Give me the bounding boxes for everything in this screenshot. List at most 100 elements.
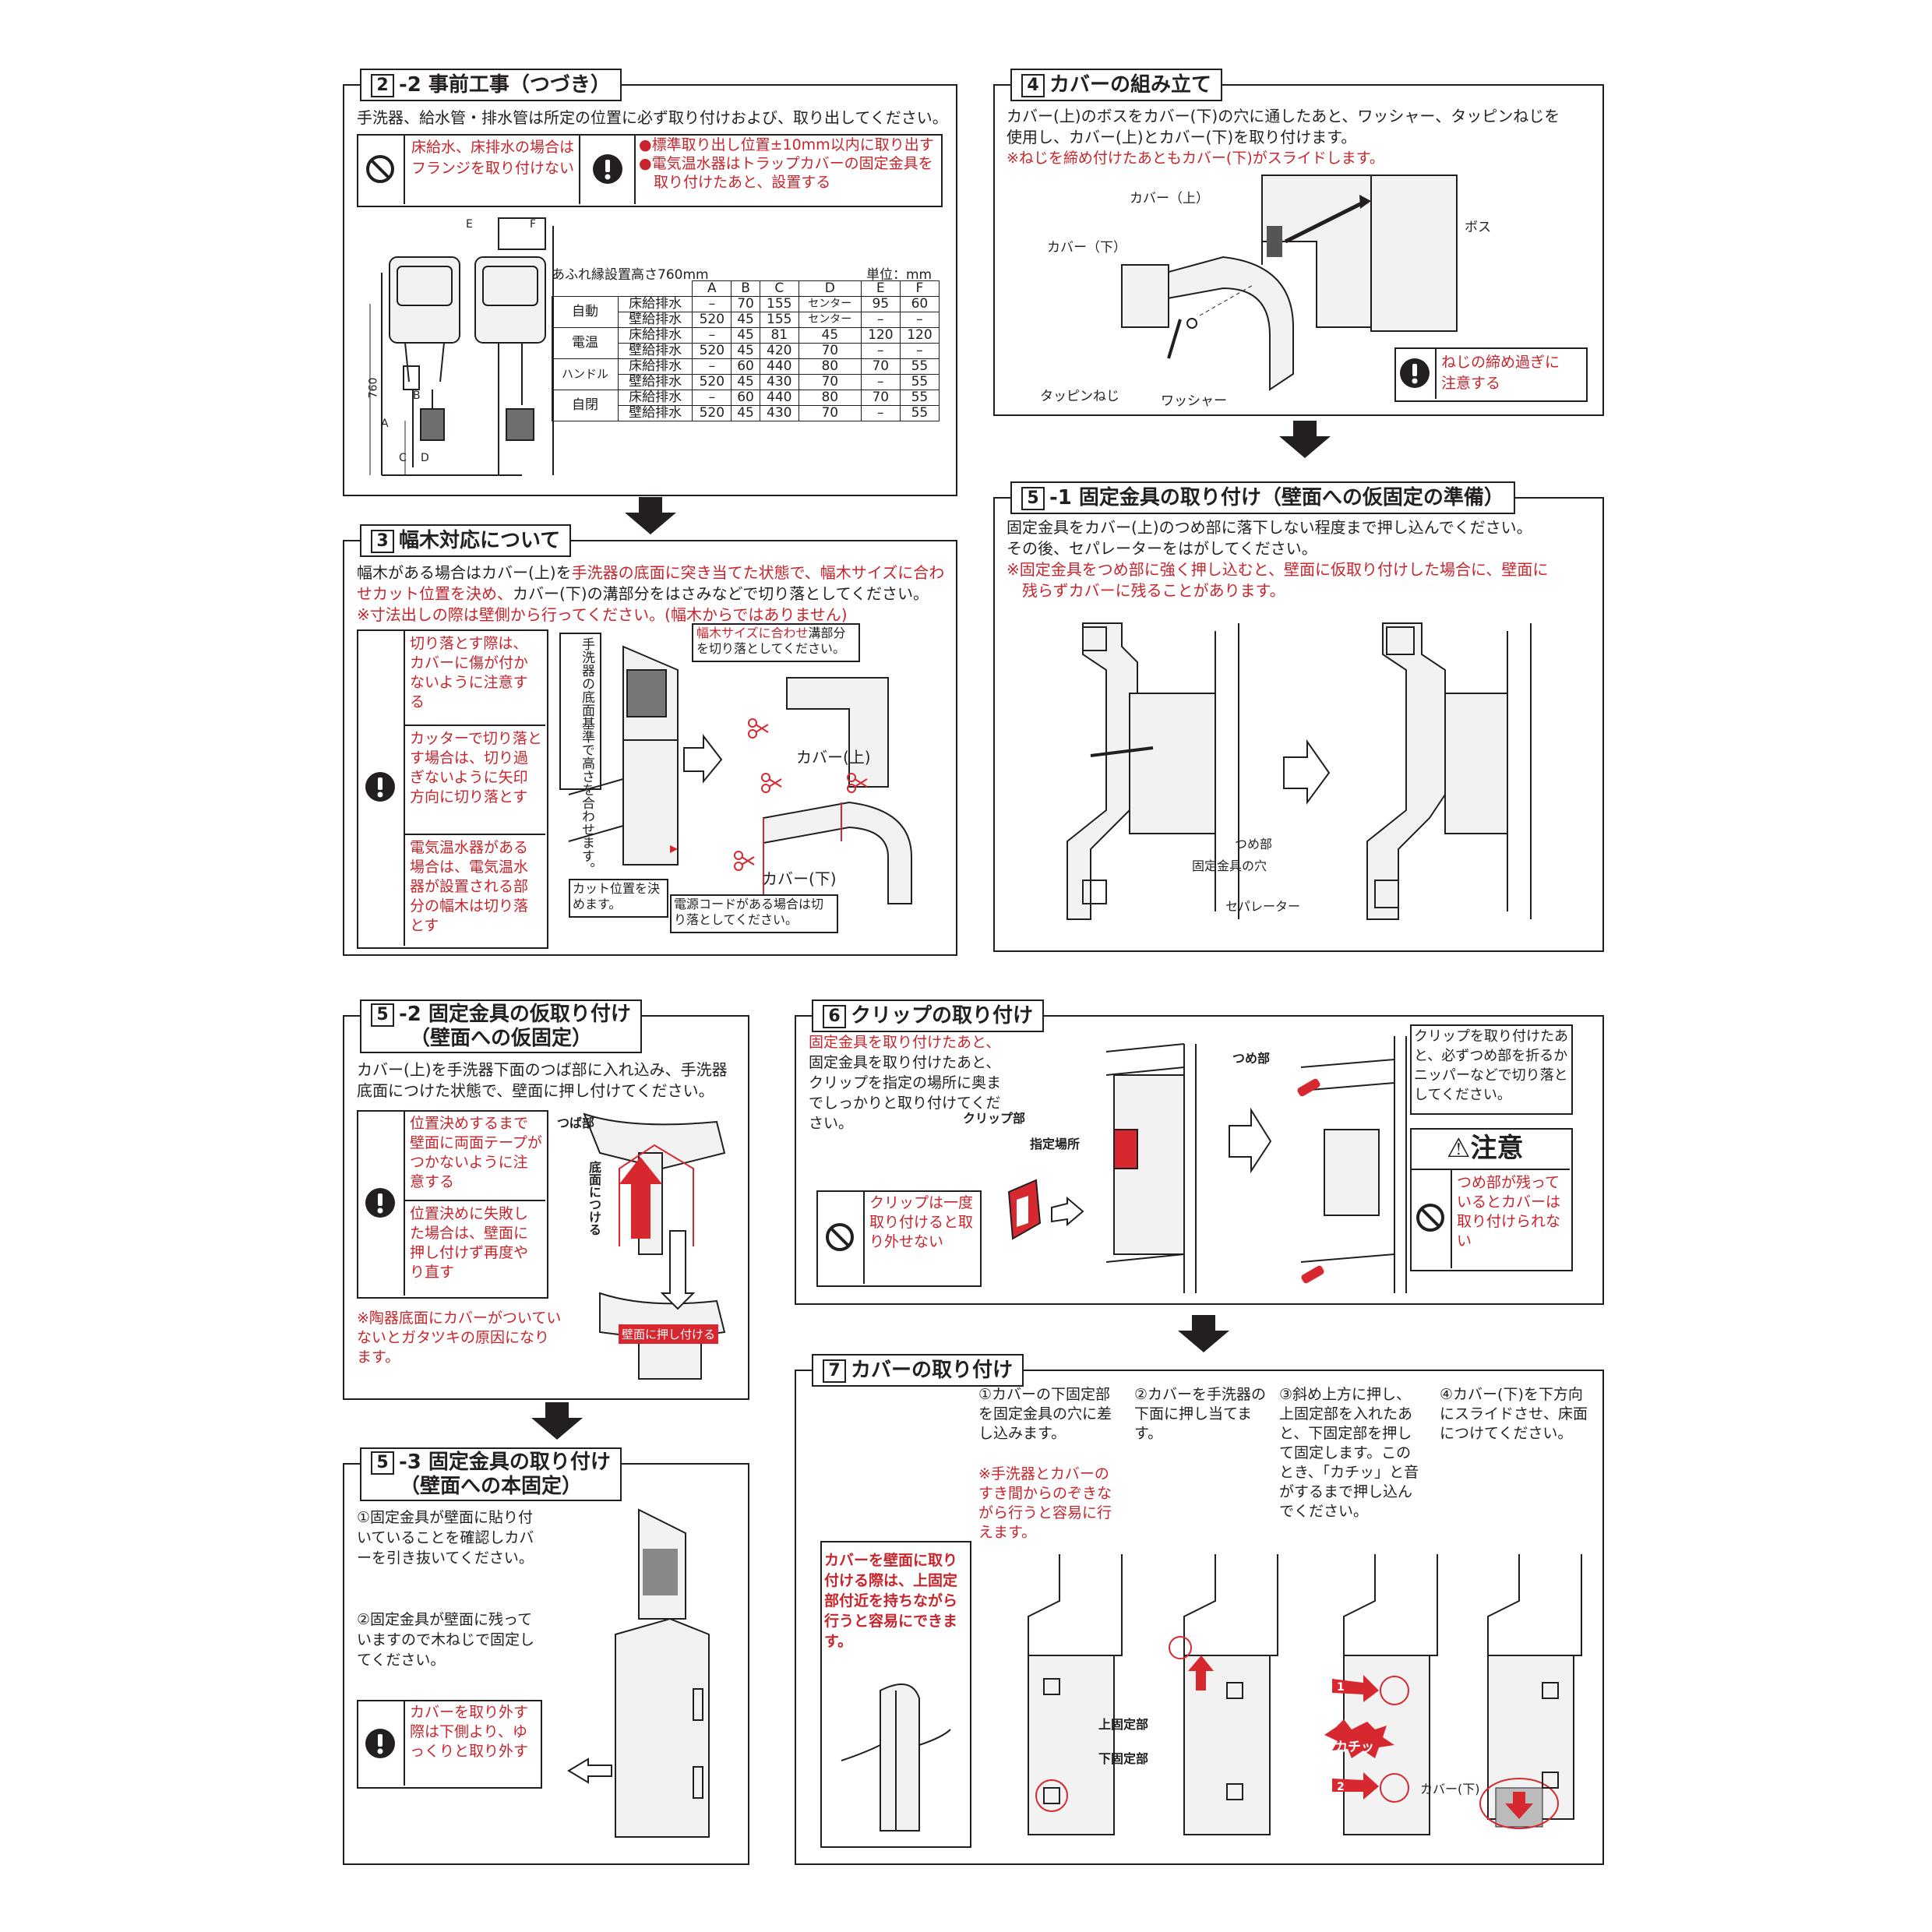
section-4 bbox=[993, 84, 1604, 416]
caution-note-5-3: カバーを取り外す際は下側より、ゆっくりと取り外す bbox=[410, 1704, 529, 1760]
side-note-box-7 bbox=[820, 1541, 971, 1848]
section-5-2-title: 5-2 固定金具の仮取り付け（壁面への仮固定） bbox=[360, 999, 642, 1053]
step3-num-1: 1 bbox=[1337, 1681, 1345, 1694]
bracket-before-illustration bbox=[1066, 622, 1239, 920]
scissors-icon bbox=[761, 773, 782, 793]
cover-assembly-illustration bbox=[1121, 175, 1458, 391]
section-4-intro-2: 使用し、カバー(上)とカバー(下)を取り付けます。 bbox=[1007, 128, 1357, 146]
bottom-label: 底面につける bbox=[587, 1161, 601, 1236]
note-3-3: 電気温水器がある場合は、電気温水器が設置される部分の幅木は切り落とす bbox=[410, 839, 529, 934]
dim-e: E bbox=[466, 218, 473, 231]
push-label: 壁面に押し付ける bbox=[619, 1324, 719, 1344]
dim-c: C bbox=[399, 452, 407, 464]
caution-box-4 bbox=[1394, 347, 1588, 402]
step3-num-2: 2 bbox=[1337, 1781, 1345, 1793]
step3-illustration bbox=[1324, 1554, 1438, 1835]
note-5-2-1: 位置決めするまで壁面に両面テープがつかないように注意する bbox=[410, 1115, 542, 1190]
caution-note-6: つめ部が残っているとカバーは取り付けられない bbox=[1457, 1174, 1561, 1250]
section-6-intro: 固定金具を取り付けたあと、固定金具を取り付けたあと、クリップを指定の場所に奥まで… bbox=[809, 1034, 1002, 1132]
notes-box-3 bbox=[357, 629, 548, 949]
section-2-2-title: 2-2 事前工事（つづき） bbox=[360, 69, 622, 101]
dim-f: F bbox=[530, 218, 537, 231]
claw-label-6: つめ部 bbox=[1232, 1051, 1271, 1066]
cover-up-label: カバー(上) bbox=[796, 748, 871, 767]
table-title: あふれ縁設置高さ760mm bbox=[552, 267, 709, 283]
cut-note: 幅木サイズに合わせ溝部分を切り落としてください。 bbox=[696, 626, 846, 656]
section-5-3-title: 5-3 固定金具の取り付け（壁面への本固定） bbox=[360, 1447, 622, 1501]
section-3-intro-2: せカット位置を決め、カバー(下)の溝部分をはさみなどで切り落としてください。 bbox=[357, 584, 929, 603]
cut-pos-box bbox=[569, 879, 668, 918]
claw-label: つめ部 bbox=[1235, 837, 1273, 851]
clip-note-box bbox=[1410, 1024, 1573, 1115]
clip-label: クリップ部 bbox=[963, 1111, 1026, 1126]
dim-d: D bbox=[421, 452, 429, 464]
clip-after-illustration bbox=[1297, 1036, 1407, 1293]
dim-b: B bbox=[413, 390, 421, 402]
down-arrow-icon bbox=[531, 1402, 583, 1440]
scissors-icon bbox=[734, 851, 755, 871]
clip-position-illustration bbox=[1105, 1043, 1197, 1293]
prohibit-note-6: クリップは一度取り付けると取り外せない bbox=[869, 1194, 974, 1250]
hands-holding-cover-illustration bbox=[841, 1683, 951, 1832]
down-arrow-icon bbox=[625, 497, 676, 534]
section-4-intro-3: ※ねじを締め付けたあともカバー(下)がスライドします。 bbox=[1007, 150, 1384, 167]
caution-icon bbox=[1400, 358, 1430, 388]
step-7-3: ③斜め上方に押し、上固定部を入れたあと、下固定部を押して固定します。このとき、「… bbox=[1279, 1386, 1419, 1520]
cut-note-box bbox=[692, 623, 860, 662]
prohibit-icon bbox=[1416, 1204, 1444, 1232]
power-note-box bbox=[670, 894, 838, 933]
section-5-2-intro-1: カバー(上)を手洗器下面のつば部に入れ込み、手洗器 bbox=[357, 1060, 728, 1079]
caution-note-2-2: ●標準取り出し位置±10mm以内に取り出す ●電気温水器はトラップカバーの固定金… bbox=[639, 136, 934, 191]
prohibit-note-2-2: 床給水、床排水の場合は フランジを取り付けない bbox=[411, 139, 575, 177]
warn-5-2: ※陶器底面にカバーがついていないとガタツキの原因になります。 bbox=[357, 1310, 562, 1366]
scissors-icon bbox=[847, 773, 868, 793]
washbasin-diagram bbox=[369, 256, 522, 476]
right-arrow-icon bbox=[1229, 1107, 1272, 1174]
dim-a: A bbox=[381, 418, 389, 430]
step-5-3-1: ①固定金具が壁面に貼り付いていることを確認しカバーを引き抜いてください。 bbox=[357, 1509, 534, 1567]
warning-triangle-icon: ⚠ bbox=[1447, 1133, 1471, 1164]
cover-down-label: カバー(下) bbox=[762, 869, 837, 888]
separator-label: セパレーター bbox=[1225, 899, 1301, 914]
caution-title-6: ⚠注意 bbox=[1447, 1133, 1524, 1164]
down-arrow-icon bbox=[1279, 421, 1331, 458]
cover-down-label-4: カバー（下） bbox=[1047, 240, 1126, 256]
prohibit-icon bbox=[366, 155, 394, 183]
caution-box-6 bbox=[1410, 1128, 1573, 1271]
vertical-note-box bbox=[559, 633, 601, 790]
caution-icon bbox=[593, 154, 622, 184]
boss-label: ボス bbox=[1465, 220, 1491, 235]
section-5-1-intro-3: ※固定金具をつめ部に強く押し込むと、壁面に仮取り付けした場合に、壁面に bbox=[1007, 560, 1549, 579]
notice-box-2-2 bbox=[357, 134, 943, 207]
vertical-note: 手洗器の底面基準で高さを合わせます。 bbox=[579, 637, 594, 876]
section-3-intro-3: ※寸法出しの際は壁側から行ってください。(幅木からではありません) bbox=[357, 605, 848, 624]
cover-up-label-4: カバー（上） bbox=[1130, 191, 1209, 206]
upper-fix-label: 上固定部 bbox=[1098, 1717, 1149, 1732]
caution-note-4: ねじの締め過ぎに 注意する bbox=[1441, 354, 1560, 392]
step4-illustration bbox=[1479, 1554, 1582, 1829]
prohibit-box-6 bbox=[816, 1190, 982, 1287]
washer-label: ワッシャー bbox=[1161, 393, 1227, 409]
notes-box-5-2 bbox=[357, 1110, 548, 1299]
caution-icon bbox=[365, 772, 395, 802]
cover-down-label-7: カバー(下) bbox=[1420, 1782, 1480, 1796]
clip-note: クリップを取り付けたあと、必ずつめ部を折るかニッパーなどで切り落としてください。 bbox=[1414, 1028, 1568, 1103]
section-5-2-intro-2: 底面につけた状態で、壁面に押し付けてください。 bbox=[357, 1081, 714, 1100]
step-5-3-2: ②固定金具が壁面に残っていますので木ねじで固定してください。 bbox=[357, 1611, 535, 1669]
step-7-2: ②カバーを手洗器の下面に押し当てます。 bbox=[1134, 1386, 1267, 1442]
clip-illustration bbox=[1007, 1179, 1084, 1240]
section-5-1-title: 5-1 固定金具の取り付け（壁面への仮固定の準備） bbox=[1010, 481, 1515, 514]
step1-illustration bbox=[1028, 1554, 1123, 1835]
caution-icon bbox=[365, 1729, 395, 1758]
section-5-1-intro-4: 残らずカバーに残ることがあります。 bbox=[1007, 581, 1285, 600]
right-arrow-icon bbox=[683, 734, 723, 784]
